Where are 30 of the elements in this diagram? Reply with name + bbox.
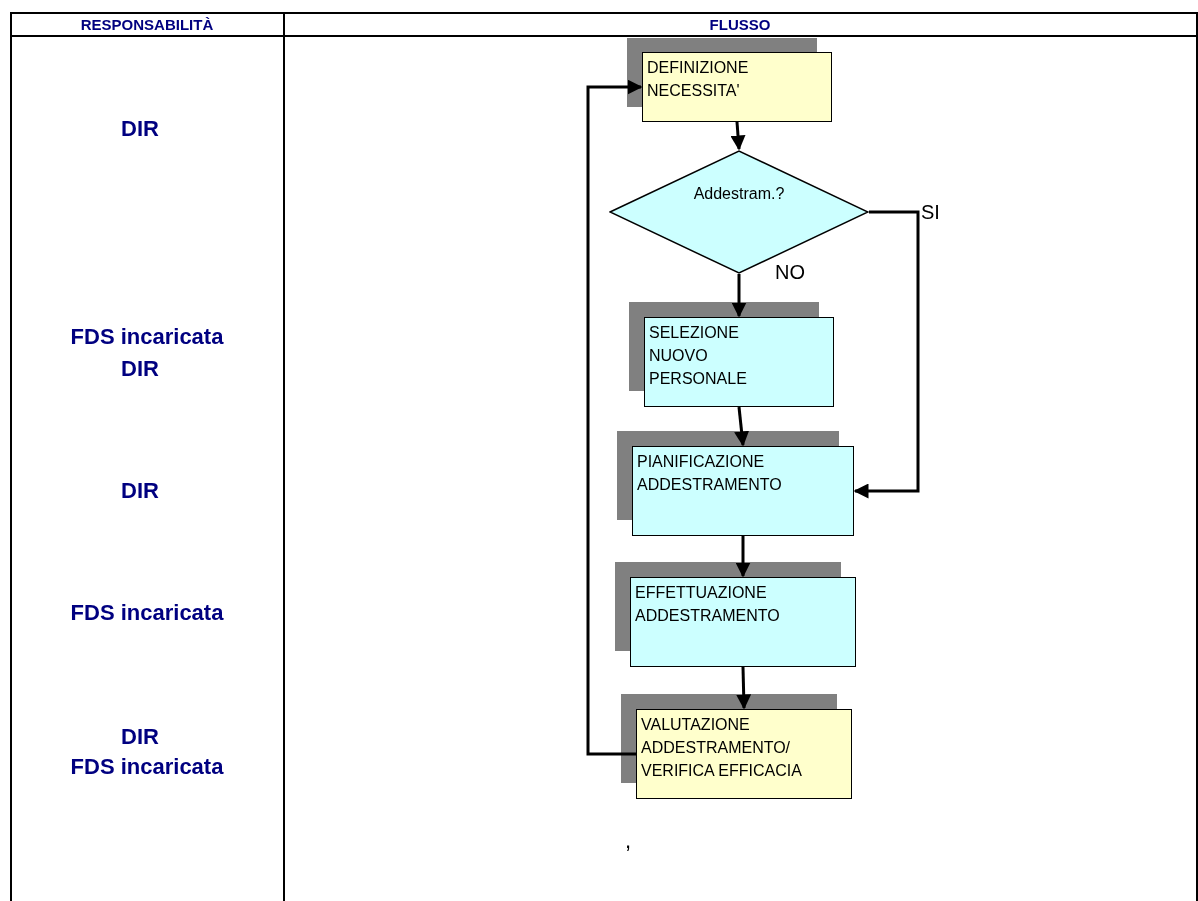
edge-label: NO — [774, 262, 806, 282]
decision-text: Addestram.? — [692, 185, 786, 203]
column-header: RESPONSABILITÀ — [80, 17, 214, 32]
flow-arrow — [734, 406, 750, 447]
role-label: DIR — [121, 726, 159, 748]
process-text: SELEZIONE NUOVO PERSONALE — [649, 323, 748, 389]
stray-mark: , — [624, 830, 632, 852]
column-header: FLUSSO — [709, 17, 771, 32]
flow-arrow — [586, 79, 643, 756]
flow-arrow — [736, 666, 752, 710]
role-label: FDS incaricata — [70, 326, 224, 348]
process-text: EFFETTUAZIONE ADDESTRAMENTO — [635, 583, 781, 626]
role-label: FDS incaricata — [70, 756, 224, 778]
process-box — [642, 52, 832, 122]
edge-label: SI — [920, 202, 941, 222]
process-box — [632, 446, 854, 536]
process-text: DEFINIZIONE NECESSITA' — [647, 58, 750, 101]
role-label: DIR — [121, 118, 159, 140]
role-label: DIR — [121, 480, 159, 502]
flow-arrow — [735, 536, 751, 578]
process-text: VALUTAZIONE ADDESTRAMENTO/ VERIFICA EFFICACIA — [641, 715, 803, 781]
process-box — [630, 577, 856, 667]
process-box — [644, 317, 834, 407]
role-label: FDS incaricata — [70, 602, 224, 624]
flow-arrow — [731, 274, 747, 318]
role-label: DIR — [121, 358, 159, 380]
process-box — [636, 709, 852, 799]
flow-arrow — [853, 210, 920, 499]
process-text: PIANIFICAZIONE ADDESTRAMENTO — [637, 452, 783, 495]
flow-arrow — [730, 121, 746, 151]
